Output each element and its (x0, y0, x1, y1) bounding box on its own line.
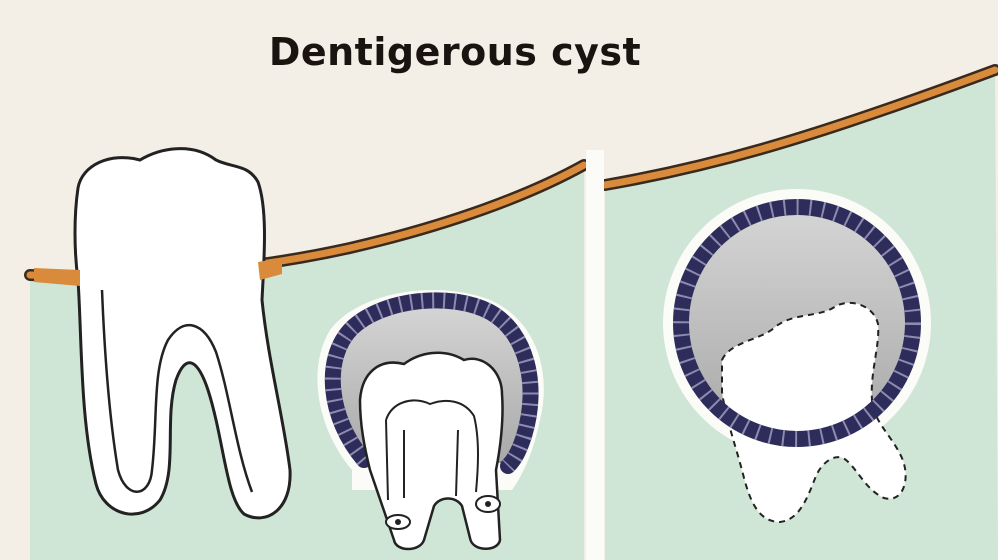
page-title: Dentigerous cyst (0, 30, 910, 74)
panel-divider (586, 150, 604, 560)
